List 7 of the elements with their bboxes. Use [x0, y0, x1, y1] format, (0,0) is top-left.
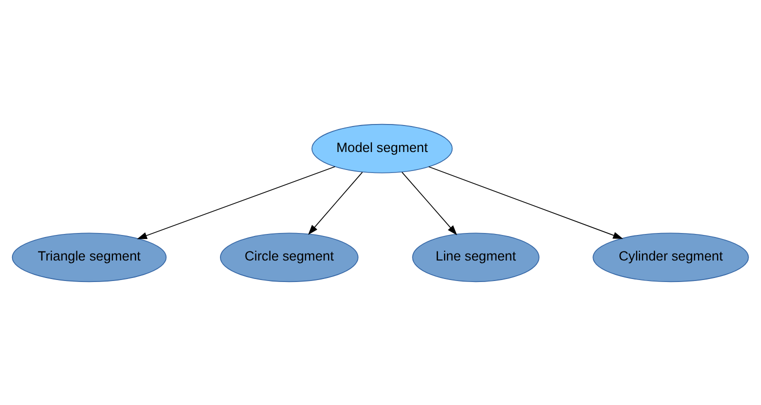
- arrow: [308, 171, 363, 234]
- node-ellipse: Line segment: [412, 232, 540, 282]
- node-ellipse: Circle segment: [220, 232, 358, 282]
- arrow: [402, 171, 458, 235]
- node-ellipse: Model segment: [312, 123, 453, 173]
- arrow: [136, 166, 336, 239]
- arrow: [428, 166, 624, 238]
